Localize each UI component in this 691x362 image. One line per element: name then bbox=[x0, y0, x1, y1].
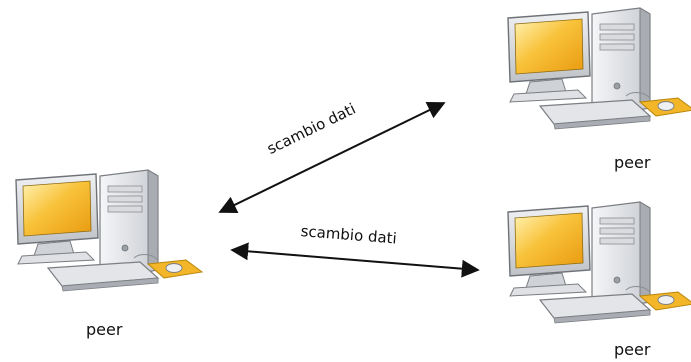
peer-label-left: peer bbox=[86, 320, 123, 339]
peer-label-top-right: peer bbox=[614, 153, 651, 172]
peer-label-bottom-right: peer bbox=[614, 340, 651, 359]
edge-arrow-left-bottom-right bbox=[230, 242, 480, 278]
edge-arrow-left-top-right bbox=[218, 101, 446, 214]
